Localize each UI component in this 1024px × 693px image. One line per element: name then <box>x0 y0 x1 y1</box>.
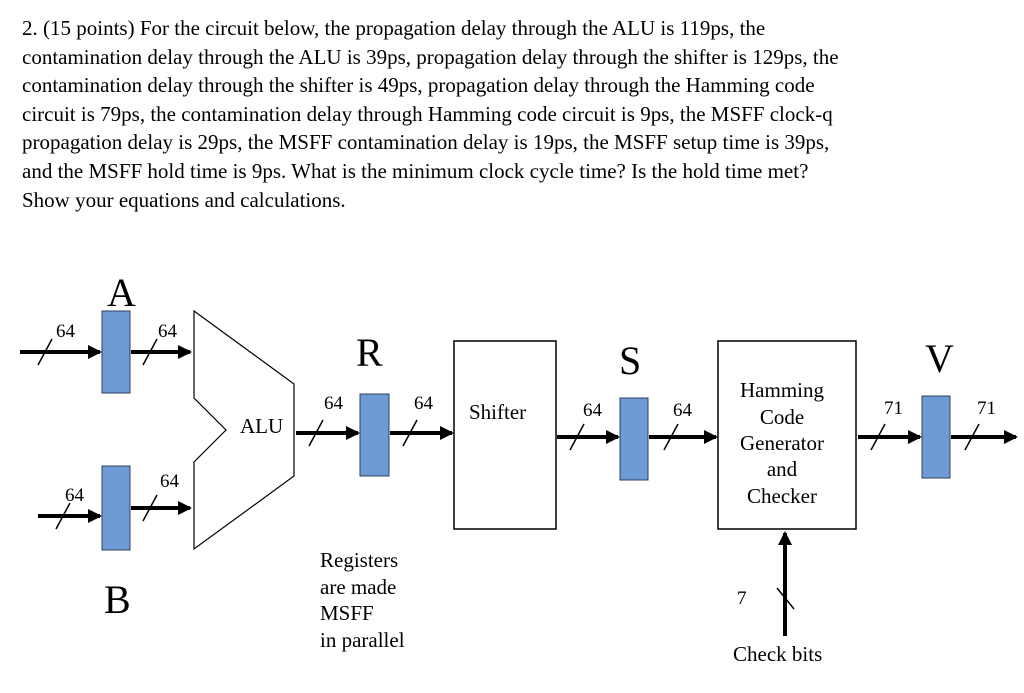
question-line: 2. (15 points) For the circuit below, th… <box>22 16 766 40</box>
register-s-label: S <box>619 338 641 383</box>
bus-width-b-out: 64 <box>160 471 180 492</box>
bus-slash <box>569 423 585 451</box>
question-line: Show your equations and calculations. <box>22 187 346 212</box>
bus-width-a-out: 64 <box>158 321 178 342</box>
question-line: contamination delay through the shifter … <box>22 73 815 98</box>
register-a-label: A <box>107 270 136 315</box>
register-a <box>101 310 131 394</box>
bus-width-hamming-out: 71 <box>884 398 903 419</box>
bus-width-v-out: 71 <box>977 398 996 419</box>
bus-width-shifter-out: 64 <box>583 400 603 421</box>
register-note-line: MSFF <box>320 601 374 625</box>
hamming-label-line: Hamming <box>740 378 824 402</box>
bus-slash <box>37 338 53 366</box>
register-note-line: are made <box>320 575 396 599</box>
hamming-label-line: Code <box>760 405 804 429</box>
register-r <box>359 393 390 477</box>
bus-width-r-out: 64 <box>414 393 434 414</box>
bus-width-b-in: 64 <box>65 485 85 506</box>
register-s <box>619 397 649 481</box>
bus-width-alu-out: 64 <box>324 393 344 414</box>
hamming-label-line: Checker <box>747 484 817 508</box>
shifter-box <box>453 340 557 530</box>
bus-slash <box>142 494 158 522</box>
hamming-label-line: Generator <box>740 431 824 455</box>
question-line: and the MSFF hold time is 9ps. What is t… <box>22 158 809 183</box>
bus-width-a-in: 64 <box>56 321 76 342</box>
bus-width-s-out: 64 <box>673 400 693 421</box>
bus-slash <box>776 587 795 610</box>
register-b <box>101 465 131 551</box>
shifter-label: Shifter <box>469 400 526 424</box>
register-r-label: R <box>356 330 383 375</box>
bus-width-check-bits: 7 <box>737 588 747 609</box>
bus-slash <box>142 338 158 366</box>
hamming-box <box>717 340 857 530</box>
question-text: 2. (15 points) For the circuit below, th… <box>22 14 1012 214</box>
bus-slash <box>308 419 324 447</box>
register-v <box>921 395 951 479</box>
hamming-label-line: and <box>767 457 798 481</box>
register-note-line: Registers <box>320 548 398 572</box>
register-b-label: B <box>104 577 131 622</box>
bus-slash <box>663 423 679 451</box>
alu-shape <box>193 309 295 551</box>
bus-slash <box>964 423 980 451</box>
bus-slash <box>55 502 71 530</box>
register-v-label: V <box>925 336 954 381</box>
question-line: circuit is 79ps, the contamination delay… <box>22 101 833 126</box>
check-bits-label: Check bits <box>733 642 822 666</box>
question-line: propagation delay is 29ps, the MSFF cont… <box>22 130 830 155</box>
bus-slash <box>402 419 418 447</box>
bus-slash <box>870 423 886 451</box>
question-line: contamination delay through the ALU is 3… <box>22 44 839 69</box>
alu-label: ALU <box>240 414 283 438</box>
register-note-line: in parallel <box>320 628 405 652</box>
